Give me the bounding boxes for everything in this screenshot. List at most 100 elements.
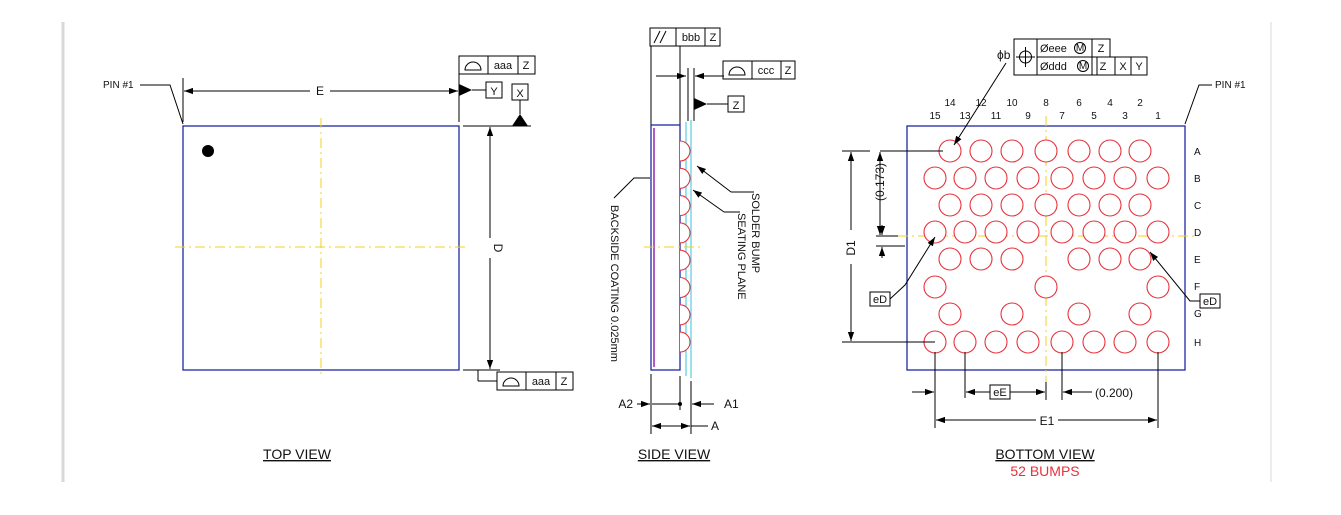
solder-bump	[923, 275, 947, 299]
row-label: B	[1194, 174, 1201, 185]
column-label: 2	[1137, 98, 1143, 109]
solder-bump	[923, 166, 947, 190]
profile-surface-icon	[464, 61, 482, 71]
parallelism-frame: bbb Z	[649, 27, 721, 47]
svg-text:Z: Z	[1100, 61, 1107, 73]
solder-bump	[938, 193, 962, 217]
bump-count: 52 BUMPS	[1010, 463, 1079, 479]
side-solder-bump	[679, 167, 691, 189]
dim-d1-label: D1	[844, 240, 858, 256]
parallelism-icon	[653, 30, 661, 44]
svg-text:Z: Z	[710, 32, 717, 44]
column-label: 5	[1091, 111, 1097, 122]
solder-bump	[1016, 166, 1040, 190]
svg-text:Z: Z	[785, 65, 792, 77]
dim-a-label: A	[711, 419, 719, 433]
row-label: E	[1194, 255, 1201, 266]
svg-text:X: X	[516, 88, 524, 100]
profile-frame: ccc Z	[722, 60, 796, 80]
bump-array	[923, 139, 1170, 354]
solder-bump	[1146, 166, 1170, 190]
row-label: C	[1194, 201, 1201, 212]
solder-bump	[1082, 166, 1106, 190]
side-solder-bump	[679, 195, 691, 217]
row-label: D	[1194, 228, 1201, 239]
solder-bump	[1098, 247, 1122, 271]
svg-text:Z: Z	[561, 376, 568, 388]
row-label: H	[1194, 338, 1201, 349]
solder-bump	[1113, 220, 1137, 244]
pin1-leader	[1184, 84, 1212, 125]
column-label: 14	[944, 98, 956, 109]
pin1-label-top: PIN #1	[103, 80, 134, 91]
svg-text:Y: Y	[1135, 61, 1143, 73]
side-solder-bump	[679, 331, 691, 353]
solder-bump	[1128, 247, 1152, 271]
solder-bump	[1050, 220, 1074, 244]
column-label: 6	[1076, 98, 1082, 109]
flatness-frame-bottom: aaa Z	[477, 370, 574, 391]
mmc-icon	[1077, 60, 1089, 72]
profile-surface-icon	[728, 66, 746, 76]
column-label: 9	[1025, 111, 1031, 122]
ed-left-leader	[889, 236, 936, 300]
top-view-title: TOP VIEW	[263, 446, 332, 462]
side-view: bbb Z ccc Z Z	[608, 27, 796, 462]
solder-bump	[938, 247, 962, 271]
solder-bump	[1098, 193, 1122, 217]
solder-bump	[1000, 139, 1024, 163]
row-label: G	[1194, 309, 1202, 320]
solder-bump	[1146, 330, 1170, 354]
solder-bump	[1050, 330, 1074, 354]
solder-bump	[1128, 193, 1152, 217]
solder-bump	[1146, 220, 1170, 244]
solder-bump	[984, 330, 1008, 354]
solder-bump	[1098, 139, 1122, 163]
svg-text:Z: Z	[523, 60, 530, 72]
svg-text:X: X	[1119, 61, 1127, 73]
solder-bump	[1067, 302, 1091, 326]
solder-bump	[1034, 139, 1058, 163]
solder-bump	[1016, 220, 1040, 244]
column-label: 8	[1043, 98, 1049, 109]
svg-text:bbb: bbb	[682, 32, 700, 44]
side-solder-bump	[679, 249, 691, 271]
ed-right-leader	[1149, 251, 1200, 302]
dim-0173-label: (0.173)	[873, 163, 887, 201]
svg-text:Y: Y	[490, 86, 498, 98]
solder-bump	[938, 302, 962, 326]
side-solder-bump	[679, 276, 691, 299]
position-frame: Øeee M Z Øddd M Z X Y	[1013, 38, 1148, 76]
profile-surface-icon	[502, 377, 520, 387]
pin1-label-bottom: PIN #1	[1215, 80, 1246, 91]
solder-bump	[953, 220, 977, 244]
svg-text:Z: Z	[733, 100, 740, 112]
solder-bump	[969, 193, 993, 217]
datum-y-flag: Y	[458, 74, 503, 99]
svg-text:M: M	[1079, 61, 1087, 72]
top-view: PIN #1 E D aaa Z Y	[103, 55, 574, 462]
dim-0200-label: (0.200)	[1095, 386, 1133, 400]
solder-bump	[984, 166, 1008, 190]
phi-b-label: ϕb	[997, 48, 1011, 62]
dim-e1-label: E1	[1040, 414, 1055, 428]
side-solder-bump	[679, 304, 691, 326]
solder-bump	[1016, 330, 1040, 354]
column-label: 11	[991, 111, 1002, 122]
column-label: 15	[929, 111, 941, 122]
solder-bump	[1000, 193, 1024, 217]
dim-e-label: E	[316, 84, 324, 98]
solder-label: SOLDER BUMP	[749, 193, 761, 273]
solder-bump	[1050, 166, 1074, 190]
dim-ed-right: eD	[1203, 296, 1217, 308]
solder-bump	[1067, 139, 1091, 163]
column-label: 3	[1122, 111, 1128, 122]
column-label: 7	[1059, 111, 1065, 122]
datum-x-flag: X	[500, 83, 531, 127]
solder-bump	[1128, 139, 1152, 163]
solder-bump	[953, 166, 977, 190]
svg-text:ccc: ccc	[758, 65, 775, 77]
